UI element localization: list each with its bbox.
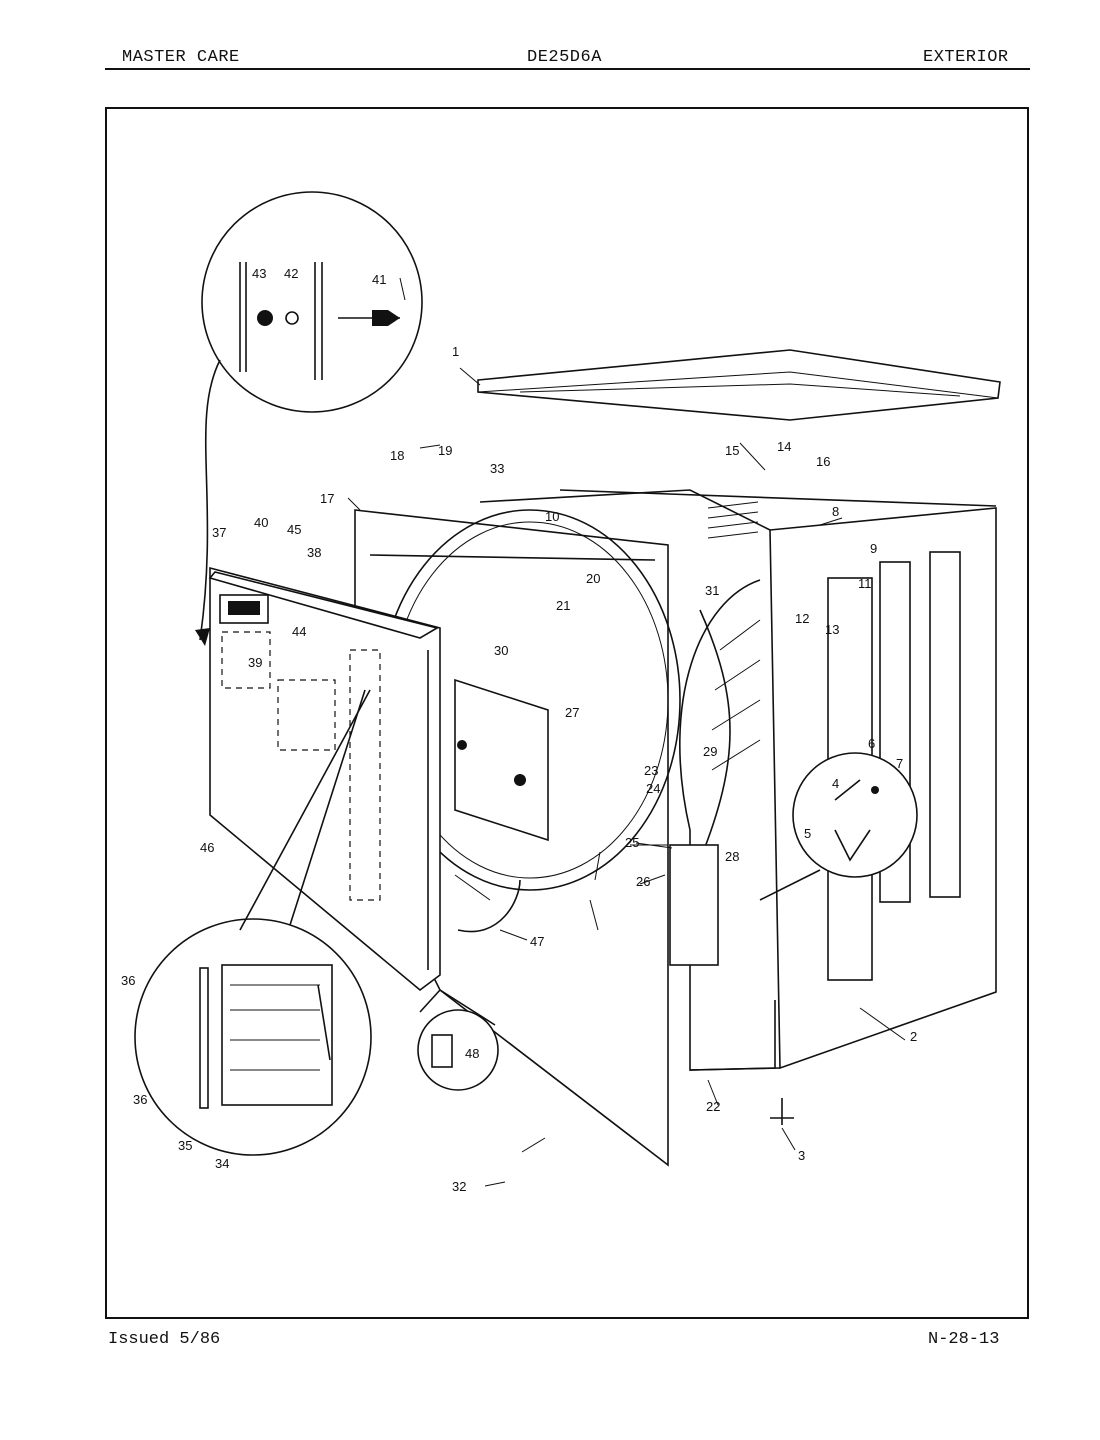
part-label: 5: [804, 826, 811, 841]
part-labels: 1 2 3 4 5 6 7 8 9 10 11 12 13 14 15 16 1…: [121, 266, 917, 1194]
part-label: 48: [465, 1046, 479, 1061]
part-label: 14: [777, 439, 791, 454]
part-label: 39: [248, 655, 262, 670]
part-label: 31: [705, 583, 719, 598]
part-label: 45: [287, 522, 301, 537]
control-panel-part: [208, 566, 441, 992]
part-label: 38: [307, 545, 321, 560]
part-label: 16: [816, 454, 830, 469]
part-label: 34: [215, 1156, 229, 1171]
part-label: 36: [133, 1092, 147, 1107]
drum-part: [669, 579, 781, 1071]
part-label: 26: [636, 874, 650, 889]
part-label: 20: [586, 571, 600, 586]
header-model: DE25D6A: [527, 48, 602, 67]
part-label: 42: [284, 266, 298, 281]
diagram-frame: [105, 107, 1029, 1319]
footer-page-code: N-28-13: [928, 1330, 1000, 1349]
part-label: 41: [372, 272, 386, 287]
part-label: 3: [798, 1148, 805, 1163]
part-label: 15: [725, 443, 739, 458]
part-label: 21: [556, 598, 570, 613]
part-label: 27: [565, 705, 579, 720]
top-cover-part: [477, 349, 1001, 421]
part-label: 47: [530, 934, 544, 949]
header-rule: [105, 68, 1030, 70]
part-label: 12: [795, 611, 809, 626]
part-label: 9: [870, 541, 877, 556]
part-label: 46: [200, 840, 214, 855]
header-section: EXTERIOR: [923, 48, 1009, 67]
part-label: 22: [706, 1099, 720, 1114]
part-label: 40: [254, 515, 268, 530]
footer-issued: Issued 5/86: [108, 1330, 221, 1349]
part-label: 25: [625, 835, 639, 850]
part-label: 18: [390, 448, 404, 463]
callout-48-detail: [417, 989, 499, 1091]
part-label: 23: [644, 763, 658, 778]
part-label: 30: [494, 643, 508, 658]
part-label: 1: [452, 344, 459, 359]
callout-lock-detail: [195, 191, 423, 646]
callout-switch-detail: [134, 689, 372, 1156]
part-label: 2: [910, 1029, 917, 1044]
toe-kick-part: [689, 1000, 776, 1071]
part-label: 29: [703, 744, 717, 759]
part-label: 8: [832, 504, 839, 519]
part-label: 33: [490, 461, 504, 476]
part-label: 11: [858, 576, 872, 591]
part-label: 43: [252, 266, 266, 281]
leader-lines: [347, 277, 906, 1187]
door-seal-part: [457, 879, 521, 933]
part-label: 10: [545, 509, 559, 524]
part-label: 36: [121, 973, 135, 988]
part-label: 13: [825, 622, 839, 637]
part-label: 35: [178, 1138, 192, 1153]
part-label: 32: [452, 1179, 466, 1194]
part-label: 4: [832, 776, 839, 791]
part-label: 17: [320, 491, 334, 506]
part-label: 7: [896, 756, 903, 771]
part-label: 6: [868, 736, 875, 751]
part-label: 19: [438, 443, 452, 458]
part-label: 44: [292, 624, 306, 639]
part-label: 28: [725, 849, 739, 864]
part-label: 37: [212, 525, 226, 540]
part-label: 24: [646, 781, 660, 796]
callout-hinge-detail: [759, 752, 918, 901]
leveling-leg-part: [770, 1098, 794, 1125]
header-brand: MASTER CARE: [122, 48, 240, 67]
